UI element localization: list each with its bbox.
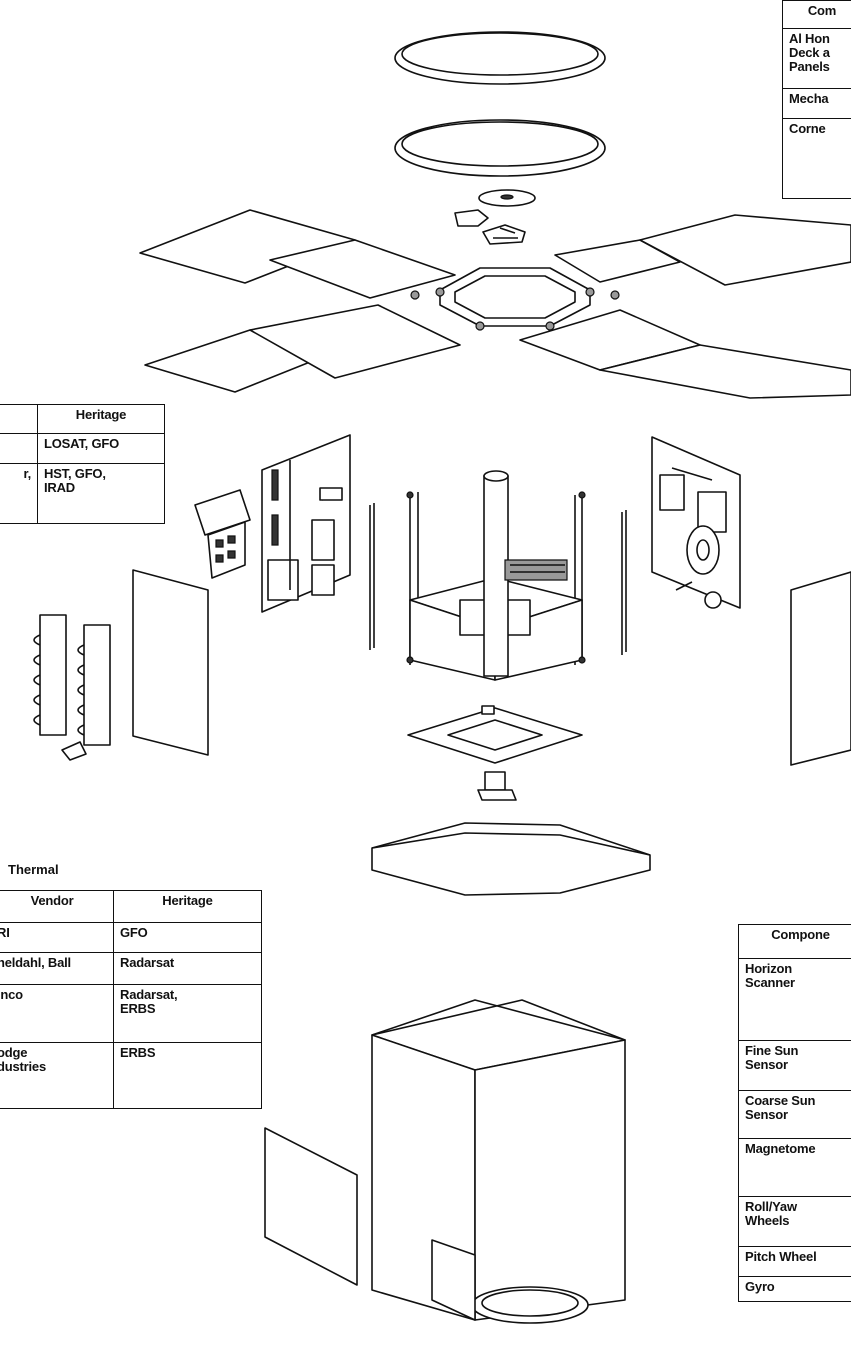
module-box-left xyxy=(195,490,250,578)
deck-ring xyxy=(411,268,619,330)
table-cell: Roll/Yaw Wheels xyxy=(738,1196,851,1247)
table-cell: inco xyxy=(0,984,114,1043)
table-cell: LOSAT, GFO xyxy=(37,432,165,465)
solar-panel-right-rear xyxy=(555,215,851,285)
column-header: Compone xyxy=(738,924,851,959)
column-header: Vendor xyxy=(0,890,114,923)
table-cell: Corne xyxy=(782,118,851,199)
column-header: Com xyxy=(782,0,851,29)
side-panel-right xyxy=(791,572,851,765)
electronics-board-left xyxy=(262,435,350,612)
table-cell: Coarse Sun Sensor xyxy=(738,1090,851,1139)
table-cell: Radarsat xyxy=(113,952,262,985)
top-ring-lower xyxy=(395,120,605,176)
table-cell: RI xyxy=(0,922,114,953)
table-cell: Horizon Scanner xyxy=(738,958,851,1041)
column-header: Heritage xyxy=(113,890,262,923)
table-cell: Pitch Wheel xyxy=(738,1246,851,1277)
column-header xyxy=(0,404,38,434)
side-panel-left xyxy=(133,570,208,755)
top-ring-upper xyxy=(395,32,605,84)
table-cell: GFO xyxy=(113,922,262,953)
heritage-table-middle-left: Heritage LOSAT, GFO r, HST, GFO, IRAD xyxy=(0,404,165,524)
solar-panel-left-front xyxy=(145,305,460,392)
solar-panel-left-rear xyxy=(140,210,455,298)
table-cell: heldahl, Ball xyxy=(0,952,114,985)
column-header: Heritage xyxy=(37,404,165,434)
table-cell: Magnetome xyxy=(738,1138,851,1197)
thermal-table: Vendor Heritage RI GFO heldahl, Ball Rad… xyxy=(0,890,262,1109)
table-cell: ERBS xyxy=(113,1042,262,1109)
support-rods xyxy=(370,503,626,655)
table-cell: Mecha xyxy=(782,88,851,119)
table-cell: Fine Sun Sensor xyxy=(738,1040,851,1091)
table-cell: HST, GFO, IRAD xyxy=(37,463,165,524)
table-cell: Al Hon Deck a Panels xyxy=(782,28,851,89)
bottom-adapter xyxy=(478,772,516,800)
electronics-board-right xyxy=(652,437,740,608)
bottom-octagon-deck xyxy=(372,823,650,895)
table-cell: r, xyxy=(0,463,38,524)
table-cell: odge dustries xyxy=(0,1042,114,1109)
component-table-top-right: Com Al Hon Deck a Panels Mecha Corne xyxy=(782,0,851,199)
central-frame xyxy=(407,471,585,680)
antenna-disc xyxy=(479,190,535,206)
lower-side-panel xyxy=(265,1128,357,1285)
small-brackets xyxy=(455,210,525,244)
table-cell: Gyro xyxy=(738,1276,851,1302)
table-cell xyxy=(0,432,38,465)
table-cell: Radarsat, ERBS xyxy=(113,984,262,1043)
solar-panel-right-front xyxy=(520,310,851,398)
lower-enclosure xyxy=(372,1000,625,1323)
thermal-table-title: Thermal xyxy=(8,862,59,877)
component-table-bottom-right: Compone Horizon Scanner Fine Sun Sensor … xyxy=(738,924,851,1302)
reaction-wheel-stack-left xyxy=(34,615,110,760)
base-plate xyxy=(408,706,582,763)
